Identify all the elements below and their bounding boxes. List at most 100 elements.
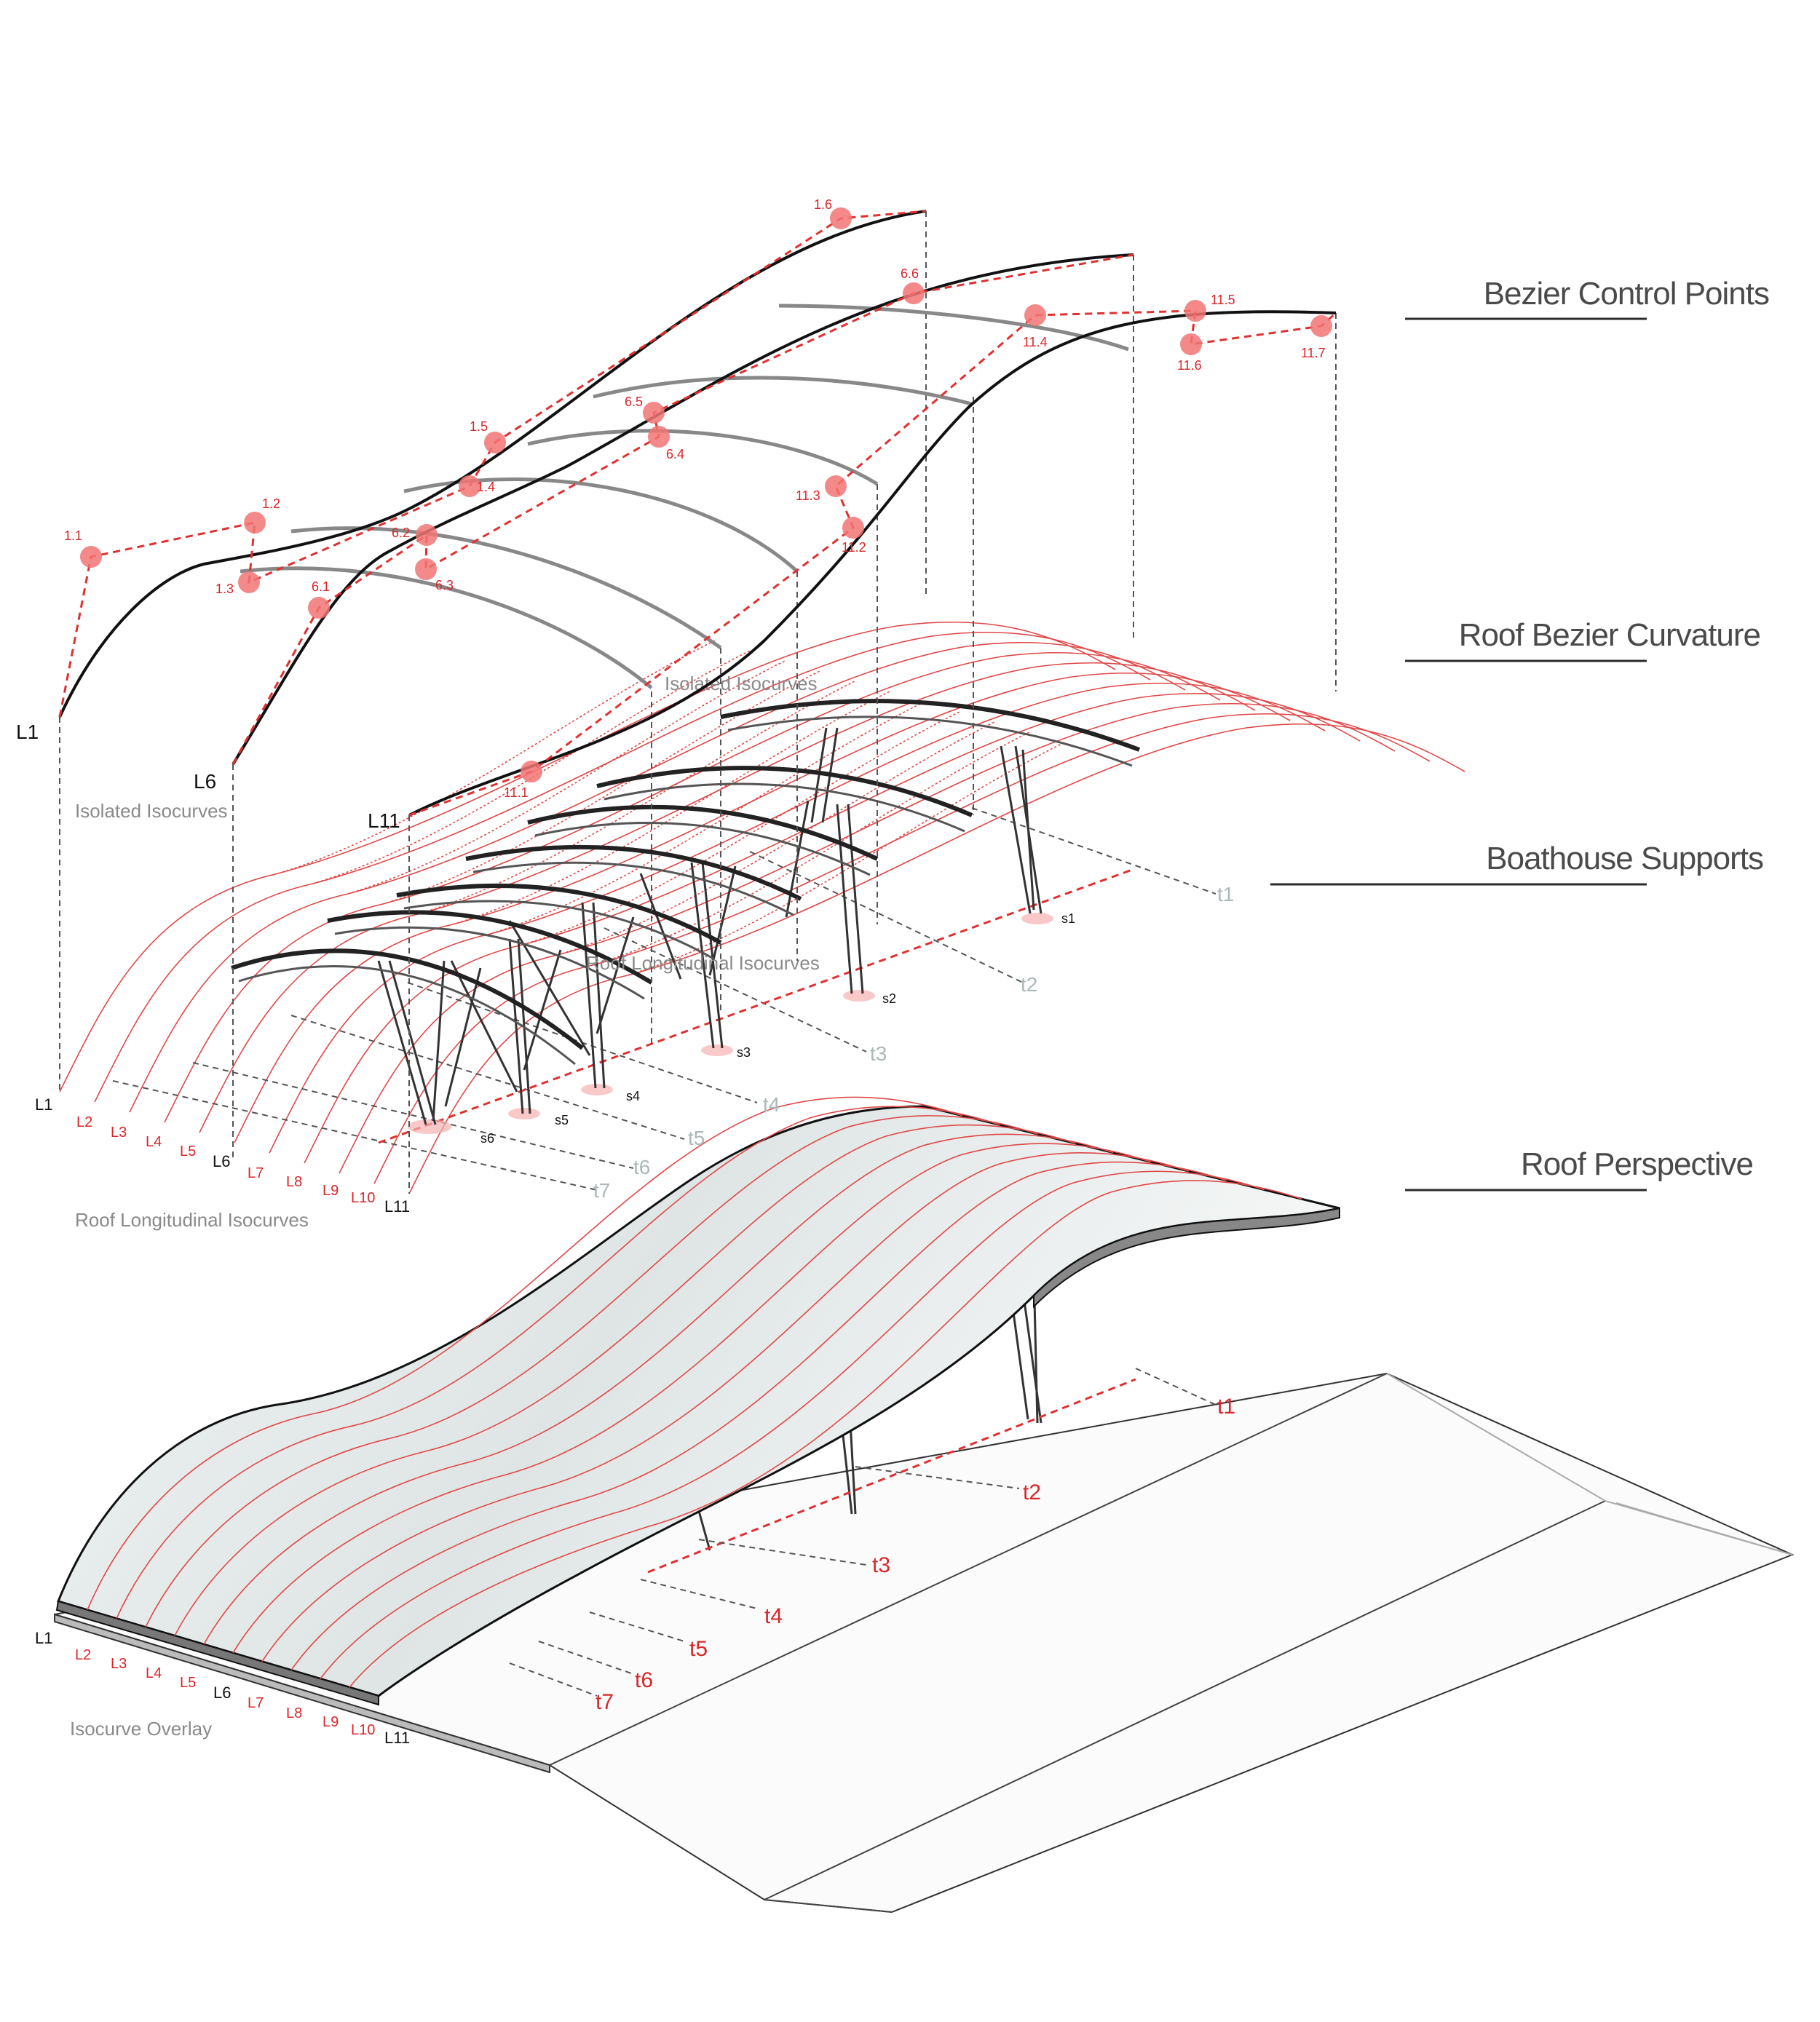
isocurve-dotted-segment [592, 732, 1030, 966]
transverse-label-t2: t2 [1021, 973, 1037, 996]
roof-front-thickness [55, 1600, 379, 1706]
roof-isocurve [87, 1096, 963, 1611]
control-point-dot [1310, 315, 1332, 337]
control-polygon-l11 [408, 309, 1337, 817]
support-arch-inner [334, 926, 645, 1000]
support-legs-s4 [508, 902, 635, 1089]
control-point-dot [415, 558, 437, 580]
control-point-label: 6.1 [312, 579, 330, 594]
roof-isocurve [261, 1152, 1189, 1662]
isocurve-dotted-segment [522, 711, 960, 945]
perspective-label-L9: L9 [323, 1714, 339, 1730]
perspective-transverse-t4: t4 [764, 1604, 783, 1628]
support-arch-inner [534, 821, 871, 876]
perspective-transverse-t2: t2 [1023, 1480, 1041, 1504]
support-legs-s3 [639, 862, 737, 1049]
isolated-arc-5 [290, 526, 722, 650]
control-point-dot [1184, 300, 1206, 322]
label-isocurve-overlay: Isocurve Overlay [70, 1718, 212, 1740]
support-label-s2: s2 [882, 991, 896, 1006]
control-point-label: 1.2 [262, 496, 280, 511]
control-point-dot [842, 517, 864, 539]
control-point-label: 6.3 [435, 578, 454, 592]
support-legs-s1 [1000, 745, 1042, 914]
profile-label-l1: L1 [16, 721, 39, 743]
ground-strip [1386, 1373, 1793, 1555]
perspective-label-L10: L10 [351, 1722, 375, 1738]
isolated-arc-1 [778, 304, 1129, 352]
perspective-label-L8: L8 [286, 1705, 302, 1721]
bezier-group: 1.11.21.31.41.51.66.16.26.36.46.56.611.1… [16, 197, 1337, 1194]
control-point-label: 11.5 [1211, 293, 1235, 307]
profile-l6 [232, 253, 1134, 766]
isocurve-dotted-segment [627, 742, 1065, 976]
roof-isocurve [116, 1106, 1000, 1619]
control-point-dot [238, 571, 260, 593]
roof-isocurve [203, 1133, 1114, 1645]
title-bezier-control-points: Bezier Control Points [1484, 276, 1769, 312]
footprint-s5 [508, 1108, 540, 1119]
isocurve-label-L7: L7 [248, 1165, 264, 1181]
footprint-s4 [581, 1084, 613, 1095]
roof-isocurve [349, 1180, 1302, 1688]
isocurve-label-L8: L8 [286, 1174, 302, 1190]
control-point-label: 11.1 [504, 785, 529, 800]
isocurve-label-L9: L9 [323, 1183, 339, 1199]
perspective-label-L6: L6 [213, 1684, 231, 1702]
control-point-dot [643, 402, 665, 424]
ground-slab-thickness [54, 1613, 550, 1774]
control-point-label: 11.7 [1301, 346, 1326, 360]
title-roof-perspective: Roof Perspective [1521, 1146, 1753, 1182]
section-titles: Bezier Control Points Roof Bezier Curvat… [1270, 276, 1770, 1192]
profile-label-l6: L6 [194, 770, 216, 793]
control-point-label: 11.6 [1177, 358, 1202, 373]
roof-isocurve [290, 1161, 1227, 1671]
support-arch-inner [472, 861, 794, 916]
transverse-label-t5: t5 [688, 1127, 705, 1149]
isocurve-dotted-segment [277, 640, 716, 874]
isocurve-label-L1: L1 [35, 1095, 52, 1114]
control-point-label: 6.5 [625, 395, 643, 409]
support-arch-inner [238, 965, 576, 1066]
control-point-dot [903, 282, 925, 304]
transverse-label-t7: t7 [593, 1179, 610, 1202]
perspective-label-L11: L11 [384, 1729, 410, 1747]
perspective-t1-line [1135, 1368, 1216, 1406]
support-arch [231, 948, 584, 1050]
label-roof-longitudinal-isocurves: Roof Longitudinal Isocurves [75, 1209, 309, 1231]
longitudinal-isocurve [199, 662, 1256, 1133]
isocurve-dotted-segment [487, 701, 925, 935]
control-point-dot [416, 524, 438, 546]
transverse-label-t1: t1 [1217, 883, 1234, 905]
control-point-label: 1.5 [470, 419, 488, 434]
label-isolated-isocurves-left: Isolated Isocurves [75, 800, 228, 822]
footprint-s6 [408, 1119, 451, 1134]
control-point-label: 1.6 [814, 197, 832, 212]
support-label-s5: s5 [555, 1113, 569, 1127]
profile-label-l11: L11 [368, 809, 400, 832]
control-point-label: 6.4 [666, 447, 684, 461]
perspective-label-L1: L1 [35, 1629, 52, 1647]
roof-isocurve [174, 1124, 1076, 1636]
label-roof-longitudinal-center: Roof Longitudinal Isocurves [586, 952, 820, 974]
support-label-s6: s6 [480, 1131, 494, 1146]
control-polygon-l1 [58, 210, 927, 718]
support-arch [396, 883, 722, 945]
transverse-label-t3: t3 [870, 1042, 887, 1065]
longitudinal-isocurve [59, 621, 1116, 1093]
control-point-label: 1.4 [477, 480, 495, 494]
control-point-label: 1.3 [215, 582, 234, 596]
control-point-dot [830, 207, 852, 229]
isolated-arc-2 [593, 376, 973, 406]
isocurve-label-L6: L6 [213, 1152, 230, 1170]
t7-line [112, 1080, 598, 1191]
bezier-control-points: 1.11.21.31.41.51.66.16.26.36.46.56.611.1… [64, 197, 1332, 800]
support-label-s3: s3 [737, 1045, 751, 1060]
